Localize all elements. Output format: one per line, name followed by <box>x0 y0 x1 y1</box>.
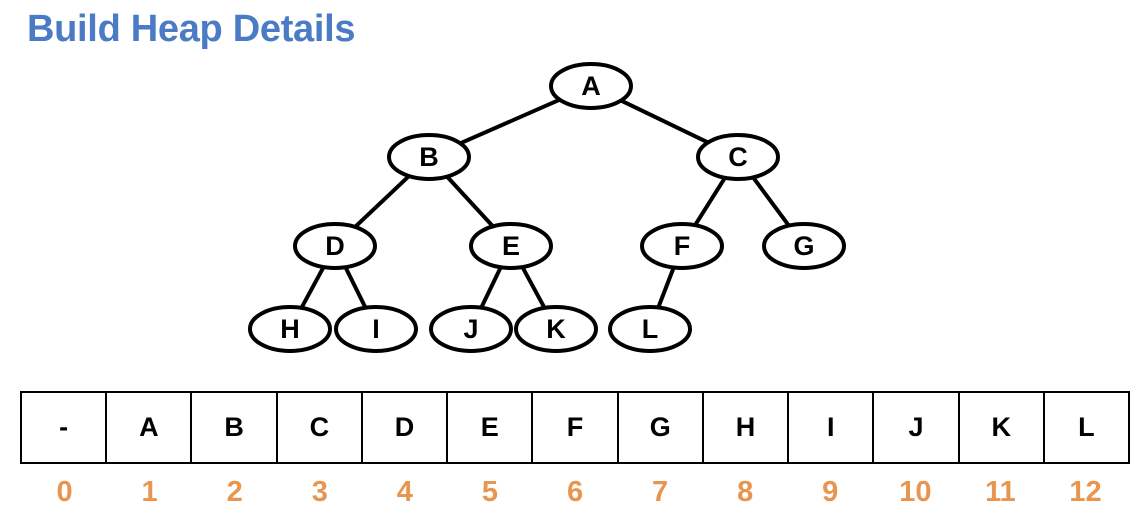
edge-a-b <box>459 97 561 146</box>
array-cell-6: F <box>533 393 619 462</box>
array-index-3: 3 <box>311 476 328 508</box>
node-label: A <box>581 71 601 101</box>
heap-tree-diagram: A B C D E F G H I J K L <box>248 62 846 353</box>
node-ellipse <box>334 305 418 353</box>
array-cell-8: H <box>704 393 790 462</box>
array-index-11: 11 <box>985 476 1016 508</box>
node-label: I <box>372 314 380 344</box>
node-label: D <box>325 231 345 261</box>
edge-e-k <box>520 266 547 309</box>
array-cell-1: A <box>107 393 193 462</box>
page-title: Build Heap Details <box>27 8 356 50</box>
array-index-9: 9 <box>822 476 839 508</box>
array-index-5: 5 <box>481 476 498 508</box>
node-ellipse <box>248 305 332 353</box>
edge-e-j <box>479 266 503 309</box>
node-label: H <box>280 314 300 344</box>
node-label: G <box>793 231 814 261</box>
node-label: E <box>502 231 520 261</box>
array-index-1: 1 <box>141 476 158 508</box>
array-index-0: 0 <box>56 476 73 508</box>
node-ellipse <box>762 222 846 270</box>
node-ellipse <box>640 222 724 270</box>
edge-b-e <box>445 175 495 228</box>
array-index-7: 7 <box>652 476 669 508</box>
array-cell-0: - <box>22 393 108 462</box>
array-cell-3: C <box>278 393 363 462</box>
node-label: C <box>728 142 748 172</box>
tree-node-g: G <box>762 222 846 270</box>
tree-node-l: L <box>608 305 692 353</box>
array-index-2: 2 <box>226 476 243 508</box>
edge-c-f <box>693 176 727 227</box>
array-index-6: 6 <box>566 476 584 508</box>
array-cell-2: B <box>192 393 278 462</box>
edge-b-d <box>353 174 411 229</box>
array-cell-4: D <box>363 393 449 462</box>
edge-d-h <box>299 266 326 309</box>
edge-d-i <box>343 266 368 309</box>
tree-node-d: D <box>293 222 377 270</box>
node-ellipse <box>696 133 780 181</box>
edge-c-g <box>751 176 791 227</box>
array-cell-11: K <box>960 393 1045 462</box>
edge-f-l <box>656 266 676 309</box>
tree-node-f: F <box>640 222 724 270</box>
node-ellipse <box>608 305 692 353</box>
node-ellipse <box>469 222 553 270</box>
node-ellipse <box>549 62 633 110</box>
array-cell-7: G <box>619 393 704 462</box>
array-index-10: 10 <box>899 476 932 508</box>
node-label: B <box>419 142 439 172</box>
tree-node-i: I <box>334 305 418 353</box>
tree-node-b: B <box>387 133 471 181</box>
tree-node-c: C <box>696 133 780 181</box>
edge-a-c <box>620 98 709 145</box>
array-index-12: 12 <box>1069 476 1102 508</box>
array-cell-10: J <box>874 393 960 462</box>
node-ellipse <box>387 133 471 181</box>
array-index-4: 4 <box>396 476 413 508</box>
node-ellipse <box>429 305 513 353</box>
node-ellipse <box>514 305 598 353</box>
node-label: K <box>546 314 566 344</box>
node-label: L <box>642 314 659 344</box>
tree-node-j: J <box>429 305 513 353</box>
array-cell-12: L <box>1078 412 1095 442</box>
array-cell-9: I <box>789 393 875 462</box>
tree-node-a: A <box>549 62 633 110</box>
node-label: J <box>463 314 478 344</box>
tree-node-k: K <box>514 305 598 353</box>
tree-node-e: E <box>469 222 553 270</box>
array-index-8: 8 <box>737 476 754 508</box>
array-cell-5: E <box>448 393 534 462</box>
node-ellipse <box>293 222 377 270</box>
tree-node-h: H <box>248 305 332 353</box>
node-label: F <box>674 231 691 261</box>
